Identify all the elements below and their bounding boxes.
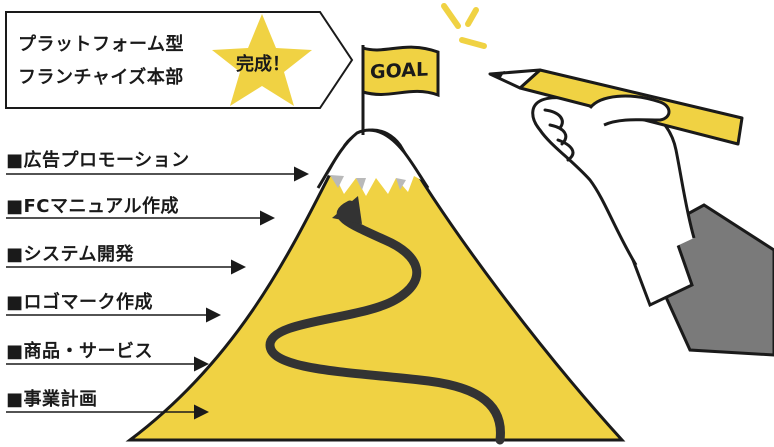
step-label-business-plan: ■事業計画 <box>6 389 98 410</box>
sparkle-line <box>465 7 479 27</box>
title-line-1: プラットフォーム型 <box>18 34 184 55</box>
step-label-promotion: ■広告プロモーション <box>6 150 190 171</box>
pencil-lead <box>490 71 505 79</box>
title-line-2: フランチャイズ本部 <box>18 67 184 88</box>
sparkle-line <box>441 3 461 29</box>
winding-path <box>265 200 505 445</box>
step-label-system: ■システム開発 <box>6 244 134 265</box>
winding-path-arrowhead <box>332 196 362 224</box>
step-label-logo: ■ロゴマーク作成 <box>6 292 154 313</box>
star-label: 完成！ <box>236 54 290 75</box>
step-arrows <box>6 166 309 420</box>
star-shape <box>212 14 312 106</box>
goal-flag-label: GOAL <box>370 58 429 84</box>
goal-flag <box>361 45 440 98</box>
sparkle-line <box>459 37 487 49</box>
snow-shadow <box>330 175 406 190</box>
thumb <box>588 94 671 127</box>
title-box-outline <box>5 11 354 109</box>
step-label-fc-manual: ■FCマニュアル作成 <box>6 196 179 217</box>
step-label-products: ■商品・サービス <box>6 341 154 362</box>
mountain-outline-top <box>316 128 430 189</box>
hand-fingers <box>543 108 575 162</box>
